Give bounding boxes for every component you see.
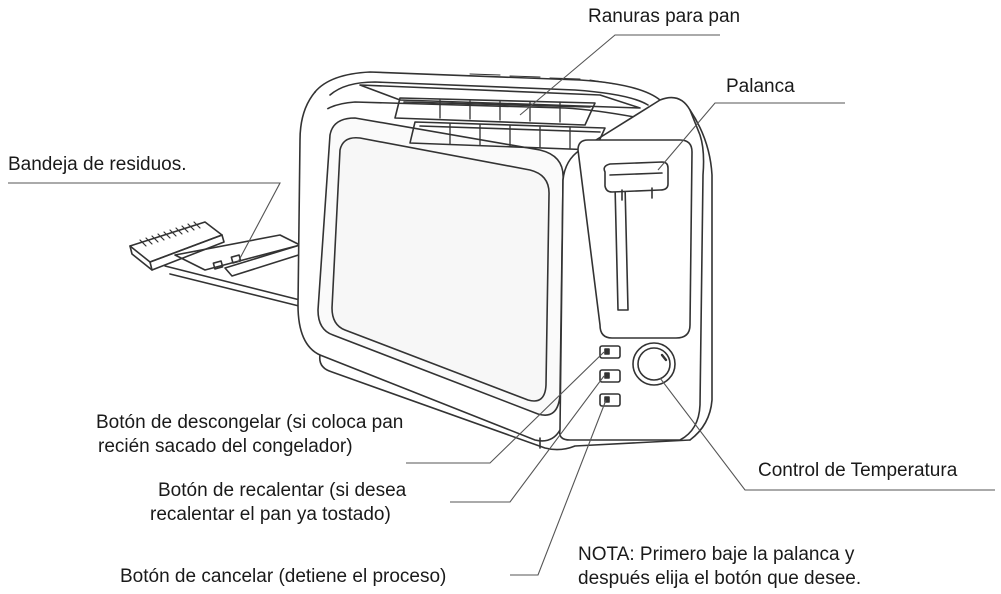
label-defrost-line2: recién sacado del congelador)	[98, 436, 353, 457]
label-reheat-line2: recalentar el pan ya tostado)	[150, 504, 391, 525]
label-lever: Palanca	[726, 76, 795, 97]
leader-lever	[657, 102, 845, 171]
leader-reheat	[450, 375, 605, 503]
lever[interactable]	[577, 139, 693, 339]
leader-crumb-tray	[8, 182, 281, 263]
label-reheat-line1: Botón de recalentar (si desea	[158, 480, 407, 501]
label-cancel: Botón de cancelar (detiene el proceso)	[120, 566, 447, 587]
reheat-button[interactable]	[599, 369, 621, 383]
temperature-knob[interactable]	[632, 342, 676, 386]
label-note-line2: después elija el botón que desee.	[578, 568, 862, 589]
leader-defrost	[406, 351, 605, 464]
label-defrost-line1: Botón de descongelar (si coloca pan	[96, 412, 404, 433]
leader-bread-slots	[519, 34, 720, 116]
label-temperature: Control de Temperatura	[758, 460, 958, 481]
label-crumb-tray: Bandeja de residuos.	[8, 154, 187, 175]
leader-temperature	[659, 377, 995, 491]
leader-cancel	[510, 399, 607, 576]
label-defrost: Botón de descongelar (si coloca pan reci…	[96, 411, 403, 459]
label-note-line1: NOTA: Primero baje la palanca y	[578, 544, 855, 565]
label-bread-slots: Ranuras para pan	[588, 6, 741, 27]
defrost-button[interactable]	[599, 345, 621, 359]
bread-slots	[359, 73, 641, 151]
label-note: NOTA: Primero baje la palanca y después …	[578, 543, 861, 591]
crumb-tray	[129, 221, 309, 308]
cancel-button[interactable]	[599, 393, 621, 407]
label-reheat: Botón de recalentar (si desea recalentar…	[150, 479, 406, 527]
control-buttons	[599, 345, 621, 407]
